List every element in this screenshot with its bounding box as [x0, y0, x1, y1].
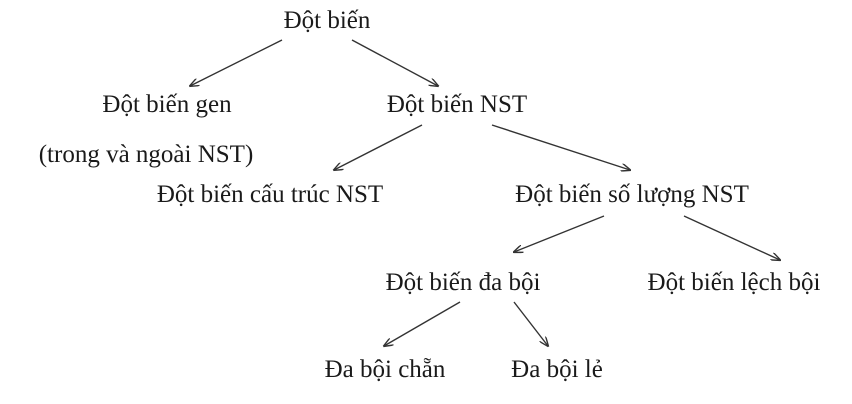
- node-even-polyploid: Đa bội chẵn: [324, 356, 446, 383]
- arrow-chromosome-to-numerical: [491, 124, 630, 170]
- arrow-polyploid-to-even: [384, 301, 461, 346]
- node-aneuploid-mutation: Đột biến lệch bội: [647, 269, 821, 296]
- node-gene-mutation: Đột biến gen: [102, 91, 232, 118]
- node-polyploid-mutation: Đột biến đa bội: [385, 269, 541, 296]
- arrow-root-to-chromosome: [351, 39, 438, 86]
- node-odd-polyploid: Đa bội lẻ: [511, 356, 603, 383]
- arrow-numerical-to-aneuploid: [683, 215, 780, 260]
- node-chromosome-mutation: Đột biến NST: [386, 91, 528, 118]
- node-structural-mutation: Đột biến cấu trúc NST: [156, 181, 384, 208]
- node-gene-mutation-note: (trong và ngoài NST): [38, 141, 254, 168]
- node-mutation: Đột biến: [283, 7, 371, 34]
- node-numerical-mutation: Đột biến số lượng NST: [515, 181, 749, 208]
- arrow-polyploid-to-odd: [513, 301, 548, 346]
- arrow-numerical-to-polyploid: [514, 215, 605, 252]
- arrow-chromosome-to-structural: [334, 124, 423, 170]
- arrow-root-to-gene: [190, 39, 283, 86]
